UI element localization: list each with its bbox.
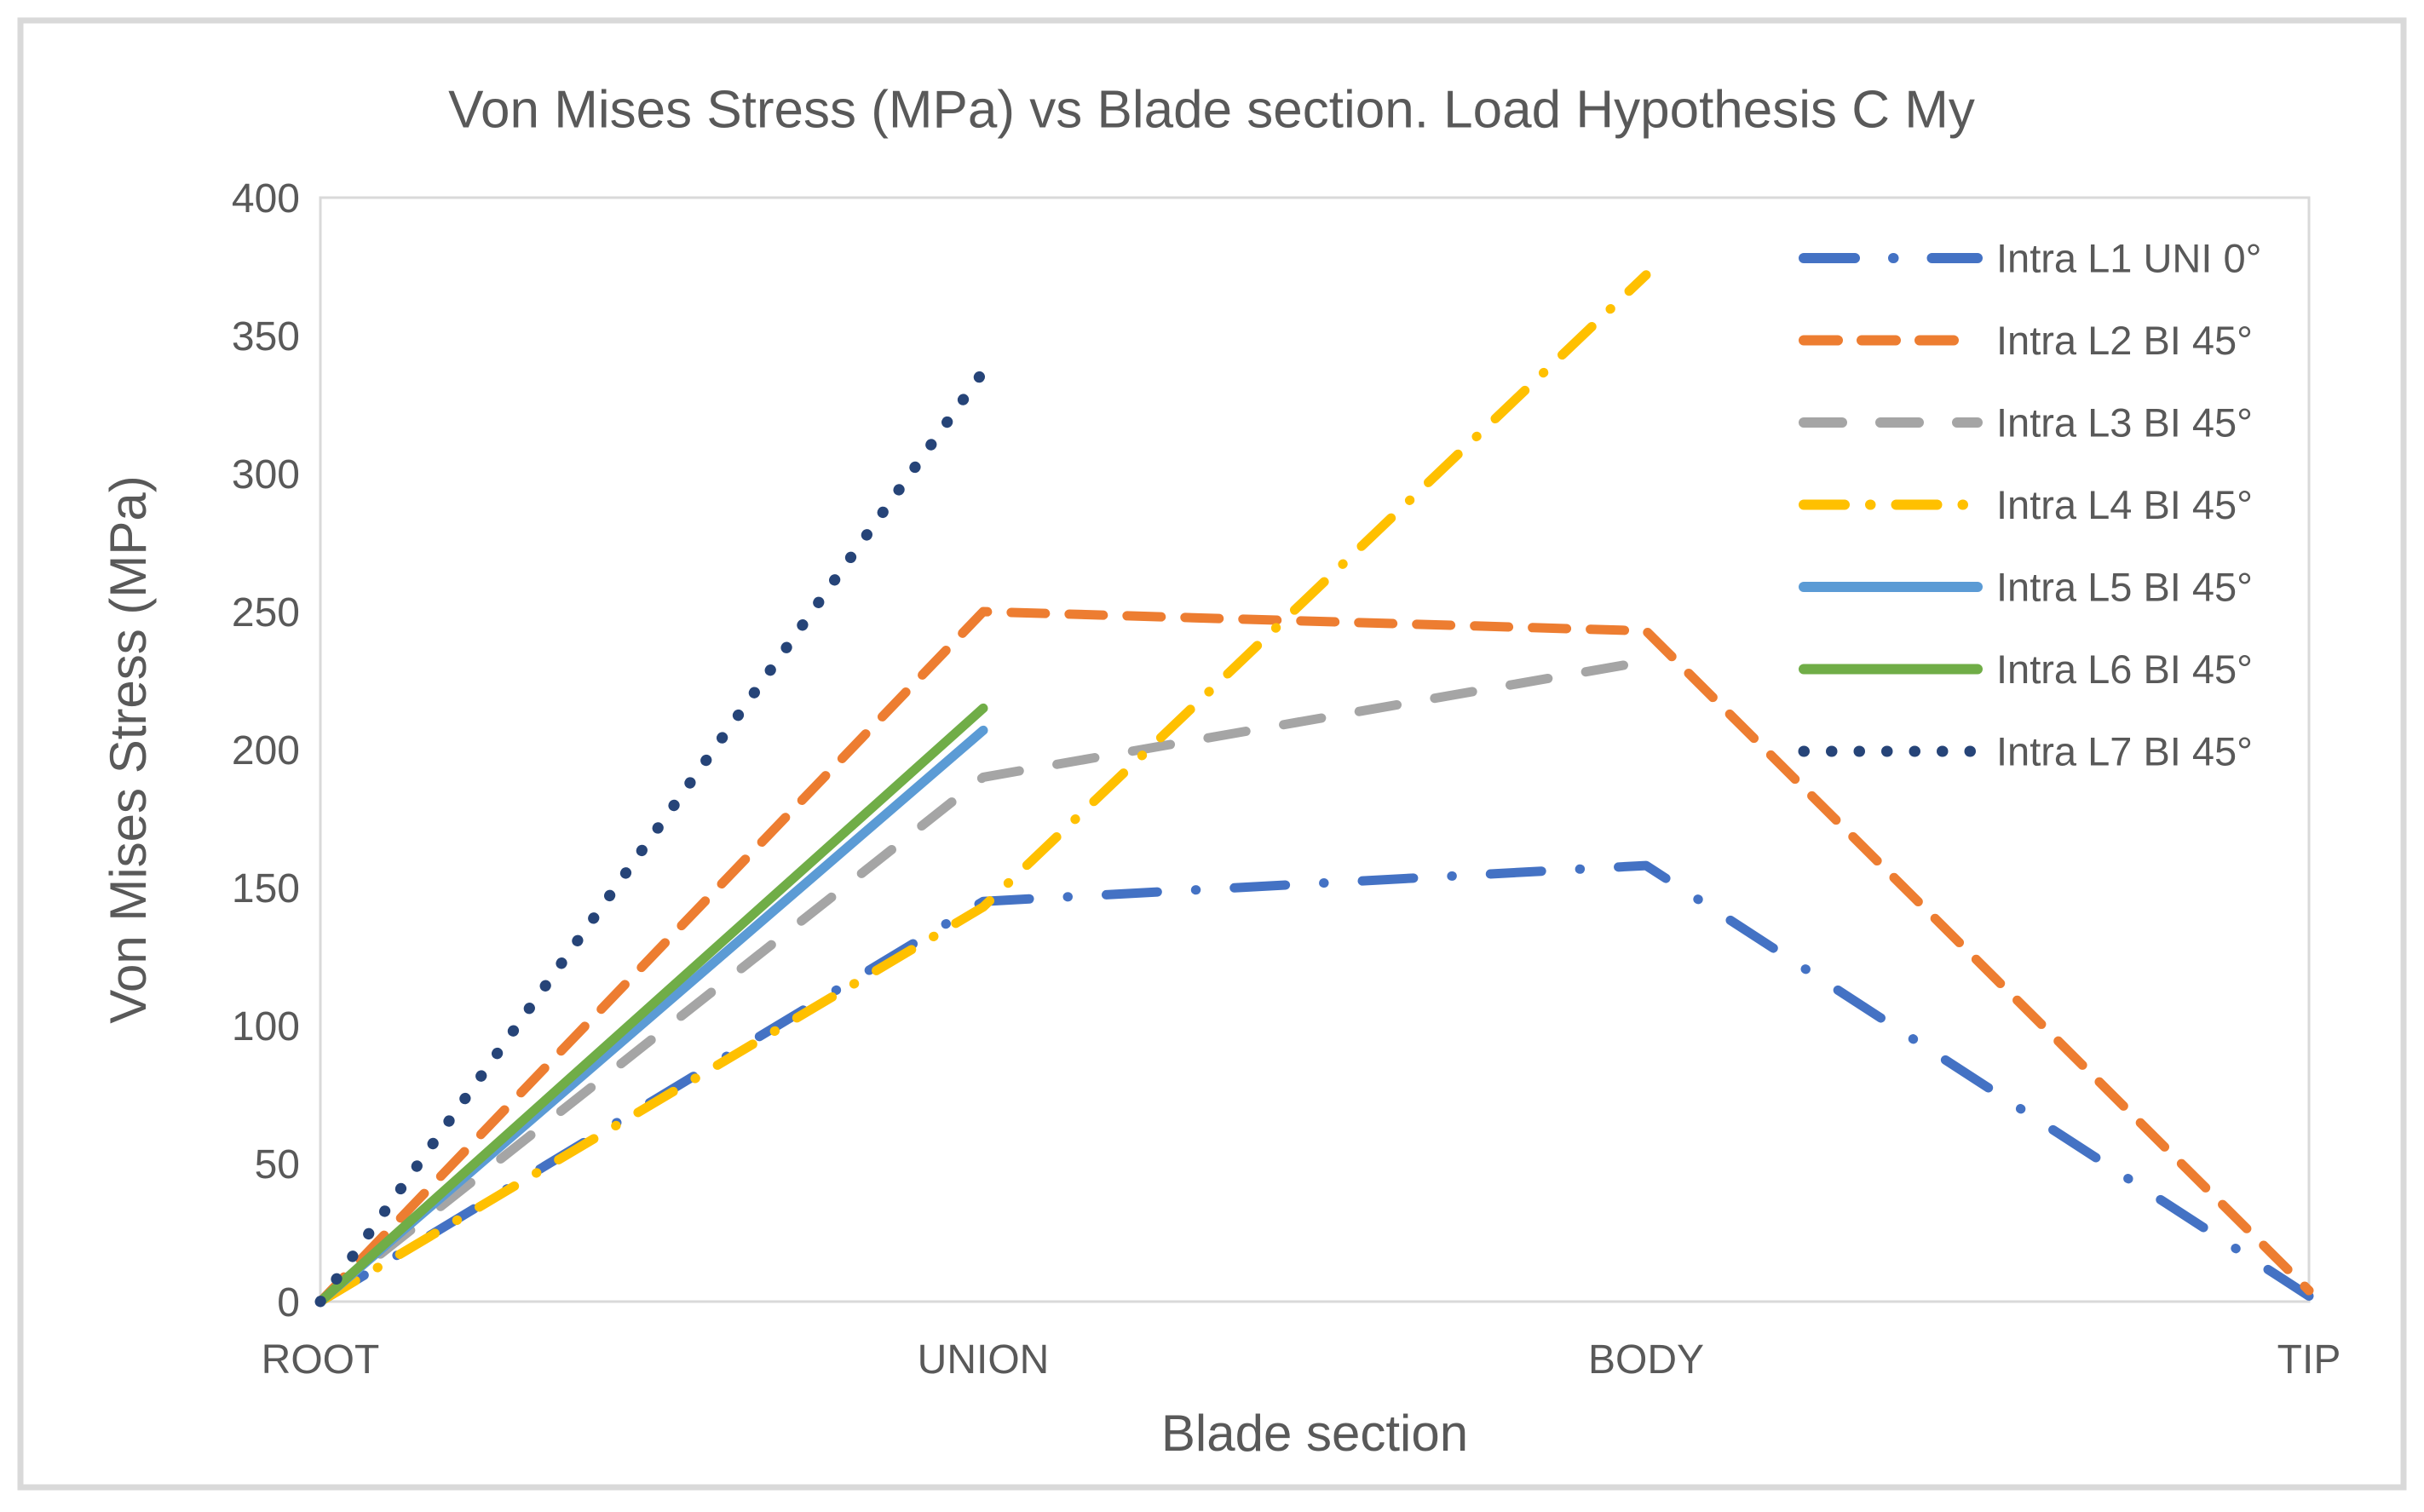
legend-label-intra-l3-bi-45: Intra L3 BI 45° <box>1996 400 2253 445</box>
x-axis-title: Blade section <box>1161 1405 1468 1462</box>
x-tick-label-body: BODY <box>1588 1337 1704 1383</box>
y-tick-label-100: 100 <box>232 1004 300 1049</box>
legend-label-intra-l4-bi-45: Intra L4 BI 45° <box>1996 482 2253 527</box>
series-line-intra-l2-bi-45 <box>315 607 2314 1307</box>
series-line-intra-l6-bi-45 <box>315 703 988 1307</box>
y-tick-label-200: 200 <box>232 728 300 773</box>
legend-label-intra-l1-uni-0: Intra L1 UNI 0° <box>1996 235 2261 280</box>
legend-label-intra-l6-bi-45: Intra L6 BI 45° <box>1996 647 2253 692</box>
y-axis-tick-labels: 0 50 100 150 200 250 300 350 400 <box>232 176 300 1325</box>
x-axis-category-labels: ROOT UNION BODY TIP <box>262 1337 2341 1383</box>
y-tick-label-300: 300 <box>232 452 300 497</box>
y-tick-label-0: 0 <box>277 1280 300 1325</box>
x-tick-label-root: ROOT <box>262 1337 380 1383</box>
x-tick-label-tip: TIP <box>2277 1337 2341 1383</box>
legend-label-intra-l5-bi-45: Intra L5 BI 45° <box>1996 564 2253 609</box>
legend-item-intra-l3-bi-45: Intra L3 BI 45° <box>1799 400 2253 445</box>
legend: Intra L1 UNI 0° Intra L2 BI 45° Intra L3 B… <box>1798 235 2261 773</box>
series-group <box>314 270 2314 1308</box>
legend-item-intra-l4-bi-45: Intra L4 BI 45° <box>1799 482 2253 527</box>
legend-item-intra-l7-bi-45: Intra L7 BI 45° <box>1798 728 2253 773</box>
legend-item-intra-l1-uni-0: Intra L1 UNI 0° <box>1799 235 2261 280</box>
y-tick-label-400: 400 <box>232 176 300 221</box>
y-tick-label-250: 250 <box>232 590 300 635</box>
series-line-intra-l7-bi-45 <box>314 365 989 1308</box>
y-axis-title: Von Mises Stress (MPa) <box>100 475 157 1024</box>
legend-label-intra-l2-bi-45: Intra L2 BI 45° <box>1996 318 2253 363</box>
y-tick-label-150: 150 <box>232 866 300 911</box>
series-line-intra-l4-bi-45 <box>315 270 1651 1307</box>
legend-item-intra-l5-bi-45: Intra L5 BI 45° <box>1799 564 2253 609</box>
y-tick-label-50: 50 <box>255 1142 300 1187</box>
y-tick-label-350: 350 <box>232 314 300 359</box>
chart-title: Von Mises Stress (MPa) vs Blade section.… <box>448 81 1975 140</box>
x-tick-label-union: UNION <box>918 1337 1050 1383</box>
legend-label-intra-l7-bi-45: Intra L7 BI 45° <box>1996 728 2253 773</box>
legend-item-intra-l6-bi-45: Intra L6 BI 45° <box>1799 647 2253 692</box>
series-line-intra-l3-bi-45 <box>315 656 1651 1307</box>
plot-area <box>319 196 2311 1303</box>
legend-item-intra-l2-bi-45: Intra L2 BI 45° <box>1799 318 2253 363</box>
figure-border <box>17 17 2407 1491</box>
